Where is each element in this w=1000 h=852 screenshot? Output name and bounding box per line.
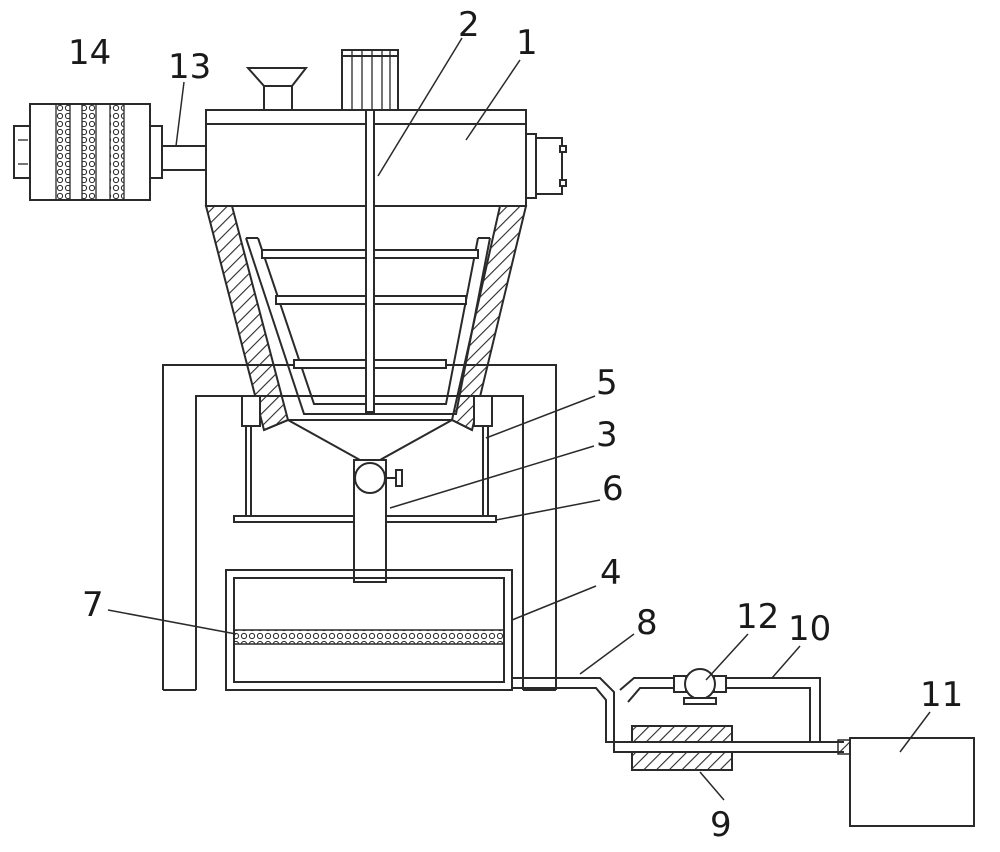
label-12: 12: [736, 597, 779, 637]
hydraulic-supports: [241, 395, 493, 516]
heater: [631, 725, 733, 771]
part-labels: 1 2 3 4 5 6 7 8 9 10 11 12 13 14: [68, 5, 963, 845]
conical-hopper: [204, 205, 528, 461]
label-11: 11: [920, 675, 963, 715]
label-6: 6: [602, 469, 624, 509]
label-14: 14: [68, 33, 111, 73]
storage-tank: [837, 737, 975, 827]
label-3: 3: [596, 415, 618, 455]
label-13: 13: [168, 47, 211, 87]
label-10: 10: [788, 609, 831, 649]
label-1: 1: [516, 23, 538, 63]
discharge-pipe: [353, 459, 403, 583]
label-7: 7: [82, 585, 104, 625]
pump: [673, 668, 727, 705]
label-9: 9: [710, 805, 732, 845]
collection-tank: [225, 569, 513, 691]
label-2: 2: [458, 5, 480, 45]
tank-body: [205, 49, 567, 207]
label-4: 4: [600, 553, 622, 593]
filter-box: [13, 103, 163, 201]
label-8: 8: [636, 603, 658, 643]
leader-lines: [107, 37, 931, 801]
stirring-shaft: [261, 109, 479, 413]
label-5: 5: [596, 363, 618, 403]
